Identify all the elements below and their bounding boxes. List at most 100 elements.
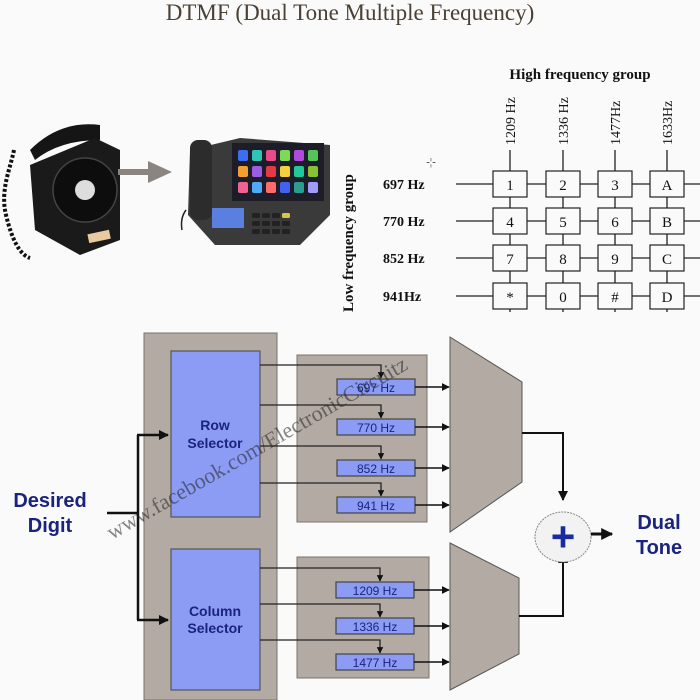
- column-frequency-label: 1477Hz: [609, 101, 624, 145]
- phone-key: [272, 213, 280, 218]
- keypad-key-label: B: [662, 215, 672, 231]
- column-selector-label-1: Column: [189, 603, 241, 619]
- app-icon: [238, 150, 248, 161]
- keypad-key-label: 0: [559, 290, 567, 306]
- touchscreen-phone-image: [180, 138, 330, 245]
- keypad-key-label: 4: [506, 215, 514, 231]
- app-icon: [294, 150, 304, 161]
- phone-key: [252, 229, 260, 234]
- adder-circle: [534, 511, 592, 563]
- row-mixer: [449, 336, 523, 533]
- keypad-key: [545, 170, 581, 198]
- selector-connection: [260, 364, 385, 379]
- page-title: DTMF (Dual Tone Multiple Frequency): [165, 0, 535, 25]
- adder-plus-icon: +: [551, 513, 576, 560]
- app-icon: [238, 182, 248, 193]
- app-icon: [266, 166, 276, 177]
- oscillator-frequency-label: 697 Hz: [357, 381, 395, 395]
- app-icon: [252, 150, 262, 161]
- phone-key: [252, 221, 260, 226]
- app-icon: [252, 166, 262, 177]
- row-selector-block: [170, 350, 261, 518]
- column-frequency-label: 1336 Hz: [557, 97, 572, 145]
- phone-key: [252, 213, 260, 218]
- selector-connection: [260, 639, 384, 654]
- keypad-key: [649, 207, 685, 235]
- column-mixer: [449, 542, 520, 691]
- app-icon: [280, 166, 290, 177]
- input-label-1: Desired: [13, 490, 86, 512]
- keypad-key: [597, 244, 633, 272]
- keypad-key: [492, 282, 528, 310]
- phone-key: [262, 229, 270, 234]
- phone-key: [272, 221, 280, 226]
- keypad-key-label: 3: [611, 178, 619, 194]
- selector-connection: [260, 567, 384, 582]
- app-icon: [280, 150, 290, 161]
- keypad-key-label: #: [611, 290, 619, 306]
- app-icon: [308, 182, 318, 193]
- keypad-key: [492, 244, 528, 272]
- keypad-key: [545, 207, 581, 235]
- rotary-telephone-image: [2, 124, 120, 260]
- keypad-key-label: 8: [559, 252, 567, 268]
- keypad-key: [545, 282, 581, 310]
- keypad-key: [649, 170, 685, 198]
- oscillator-frequency-label: 1336 Hz: [353, 620, 398, 634]
- keypad-key: [649, 244, 685, 272]
- keypad-key-label: 5: [559, 215, 567, 231]
- row-frequency-label: 852 Hz: [383, 252, 425, 267]
- keypad-key: [597, 282, 633, 310]
- keypad-key-label: A: [662, 178, 673, 194]
- keypad-key-label: 2: [559, 178, 567, 194]
- oscillator-frequency-label: 1477 Hz: [353, 656, 398, 670]
- app-icon: [238, 166, 248, 177]
- phone-key: [282, 213, 290, 218]
- keypad-key-label: C: [662, 252, 672, 268]
- app-icon: [266, 182, 276, 193]
- right-arrow-icon: [118, 161, 172, 183]
- column-frequency-label: 1209 Hz: [504, 97, 519, 145]
- row-selector-label-2: Selector: [187, 435, 243, 451]
- keypad-key-label: 9: [611, 252, 619, 268]
- app-icon: [280, 182, 290, 193]
- high-frequency-group-label: High frequency group: [509, 67, 650, 83]
- app-icon: [308, 166, 318, 177]
- selector-connection: [260, 482, 385, 497]
- app-icon: [294, 182, 304, 193]
- phone-key: [272, 229, 280, 234]
- keypad-key: [492, 207, 528, 235]
- column-selector-block: [170, 548, 261, 691]
- app-icon: [294, 166, 304, 177]
- keypad-key-label: 7: [506, 252, 514, 268]
- keypad-key: [597, 207, 633, 235]
- oscillator-frequency-label: 1209 Hz: [353, 584, 398, 598]
- keypad-key: [492, 170, 528, 198]
- input-label-2: Digit: [28, 515, 73, 537]
- selector-connection: [260, 603, 384, 618]
- keypad-key-label: 1: [506, 178, 514, 194]
- keypad-key: [597, 170, 633, 198]
- phone-key: [282, 221, 290, 226]
- oscillator-frequency-label: 770 Hz: [357, 421, 395, 435]
- row-frequency-label: 697 Hz: [383, 178, 425, 193]
- crosshair-mark: -¦-: [426, 156, 436, 168]
- phone-key: [262, 221, 270, 226]
- phone-key: [262, 213, 270, 218]
- low-frequency-group-label: Low frequency group: [341, 174, 357, 312]
- column-frequency-label: 1633Hz: [661, 101, 676, 145]
- selector-connection: [260, 404, 385, 419]
- row-frequency-label: 941Hz: [383, 290, 421, 305]
- output-label-1: Dual: [637, 512, 680, 534]
- column-selector-label-2: Selector: [187, 620, 243, 636]
- app-icon: [252, 182, 262, 193]
- keypad-key: [649, 282, 685, 310]
- selector-connection: [260, 445, 385, 460]
- oscillator-frequency-label: 852 Hz: [357, 462, 395, 476]
- app-icon: [266, 150, 276, 161]
- keypad-key: [545, 244, 581, 272]
- keypad-key-label: D: [662, 290, 673, 306]
